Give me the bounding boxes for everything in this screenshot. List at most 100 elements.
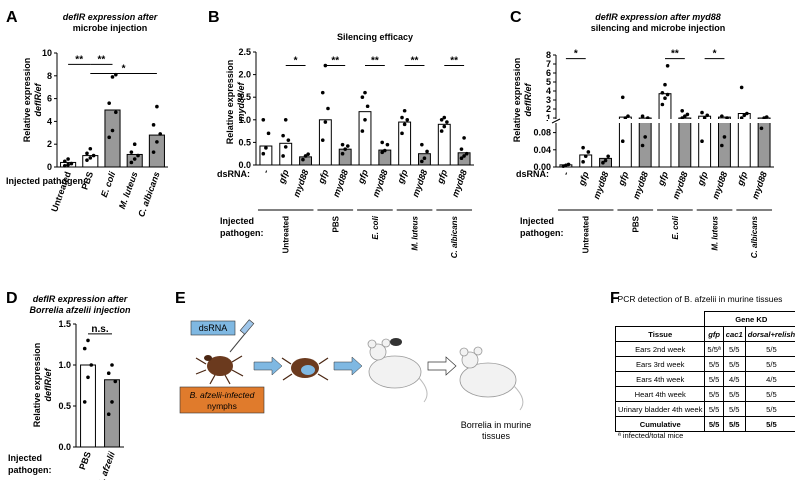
x-tick-label: myd88 <box>750 170 769 200</box>
data-point <box>400 115 404 120</box>
data-point <box>725 116 729 120</box>
y-tick-label: 7 <box>546 59 551 69</box>
data-point <box>420 142 424 147</box>
chart-b-ylabel-2: myd88/ef <box>236 81 246 121</box>
chart-a: defIR expression after microbe injection… <box>6 12 168 218</box>
y-tick-label: 0.08 <box>533 128 551 138</box>
data-point <box>62 159 67 164</box>
panel-label-b: B <box>208 9 220 26</box>
y-tick-label: 0.04 <box>533 145 551 155</box>
data-point <box>601 160 605 165</box>
y-tick-label: 1.0 <box>238 115 251 125</box>
arrow-icon-2 <box>333 356 363 376</box>
x-tick-label: C. albicans <box>136 170 162 218</box>
y-tick-label: 0.5 <box>58 401 71 411</box>
y-tick-label: 0.00 <box>533 162 551 172</box>
data-point <box>82 400 87 404</box>
data-point <box>82 346 87 351</box>
x-tick-label: M. luteus <box>117 170 140 210</box>
x-tick-label: myd88 <box>671 170 690 200</box>
data-point <box>301 157 305 162</box>
chart-c-ylabel-2: defIR/ef <box>523 83 533 117</box>
mouse-icon <box>367 338 428 403</box>
bar <box>299 156 312 166</box>
data-point <box>705 113 710 118</box>
data-point <box>360 95 365 99</box>
header-cac1: cac1 <box>722 326 746 342</box>
group-label: PBS <box>631 215 640 232</box>
x-tick-label: - <box>560 170 570 176</box>
bar <box>638 117 652 168</box>
data-point <box>281 154 285 158</box>
x-tick-label: E. coli <box>99 170 118 199</box>
bar <box>658 93 672 168</box>
x-tick-label: myd88 <box>291 168 310 198</box>
dsrna-label: dsRNA <box>199 323 228 333</box>
data-point <box>566 162 571 167</box>
y-tick-label: 1.0 <box>58 360 71 370</box>
data-point <box>383 148 387 153</box>
data-point <box>360 129 365 133</box>
table-cell: 5/5 <box>722 356 746 372</box>
data-point <box>645 116 650 120</box>
bar <box>398 121 412 166</box>
bar <box>259 145 273 166</box>
chart-b-title: Silencing efficacy <box>337 32 413 42</box>
bar <box>599 157 612 168</box>
table-row: Heart 4th week 5/5 5/5 5/5 <box>614 386 795 402</box>
y-tick-label: 6 <box>47 94 52 104</box>
significance-label: n.s. <box>91 324 108 335</box>
data-point <box>110 400 114 404</box>
table-cell: 5/5 <box>744 386 795 402</box>
data-point <box>583 154 588 159</box>
data-point <box>623 116 628 120</box>
significance-label: ** <box>371 56 379 67</box>
y-tick-label: 8 <box>47 71 52 81</box>
bar <box>279 142 293 166</box>
table-cell: 5/5 <box>744 416 795 432</box>
table-cell: 5/5 <box>744 401 795 417</box>
y-tick-label: 2 <box>47 139 52 149</box>
table-cell: 5/5 <box>744 341 795 357</box>
x-tick-label: myd88 <box>371 168 390 198</box>
group-label: Untreated <box>282 216 291 253</box>
tick-blue-icon <box>281 357 329 381</box>
data-point <box>363 118 367 122</box>
significance-label: ** <box>75 54 83 65</box>
dsrna-box <box>190 320 236 336</box>
data-point <box>86 338 90 343</box>
data-point <box>660 91 665 95</box>
data-point <box>739 85 744 90</box>
data-point <box>680 109 685 113</box>
table-cell: Ears 2nd week <box>614 341 706 357</box>
y-tick-label: 2.0 <box>238 70 251 80</box>
chart-b-pathogen: pathogen: <box>220 228 264 238</box>
chart-c-title-2: silencing and microbe injection <box>591 23 726 33</box>
chart-a-ylabel-1: Relative expression <box>22 58 32 143</box>
table-cell: 5/5 <box>744 356 795 372</box>
y-tick-label: 8 <box>546 50 551 60</box>
header-tissue: Tissue <box>614 326 706 342</box>
group-label: M. luteus <box>411 215 420 250</box>
group-label: E. coli <box>671 215 680 239</box>
y-tick-label: 6 <box>546 68 551 78</box>
data-point <box>603 158 608 163</box>
data-point <box>402 122 407 127</box>
table-cell: 5/5 <box>722 341 746 357</box>
data-point <box>151 150 156 154</box>
data-point <box>326 106 330 111</box>
data-point <box>439 129 444 133</box>
group-label: C. albicans <box>450 215 459 258</box>
table-cell: 5/5 <box>704 356 724 372</box>
chart-b-dsrna: dsRNA: <box>217 169 250 179</box>
chart-c-pathogen: pathogen: <box>520 228 564 238</box>
data-point <box>464 151 469 156</box>
bar <box>698 115 712 168</box>
x-tick-label: myd88 <box>710 170 729 200</box>
axis-break <box>548 119 778 123</box>
y-tick-label: 0.5 <box>238 137 251 147</box>
table-cell: 5/5 <box>704 401 724 417</box>
chart-d-ylabel-2: defIR/ef <box>43 368 53 402</box>
data-point <box>155 104 159 109</box>
chart-d-title-2: Borrelia afzelii injection <box>29 305 131 315</box>
